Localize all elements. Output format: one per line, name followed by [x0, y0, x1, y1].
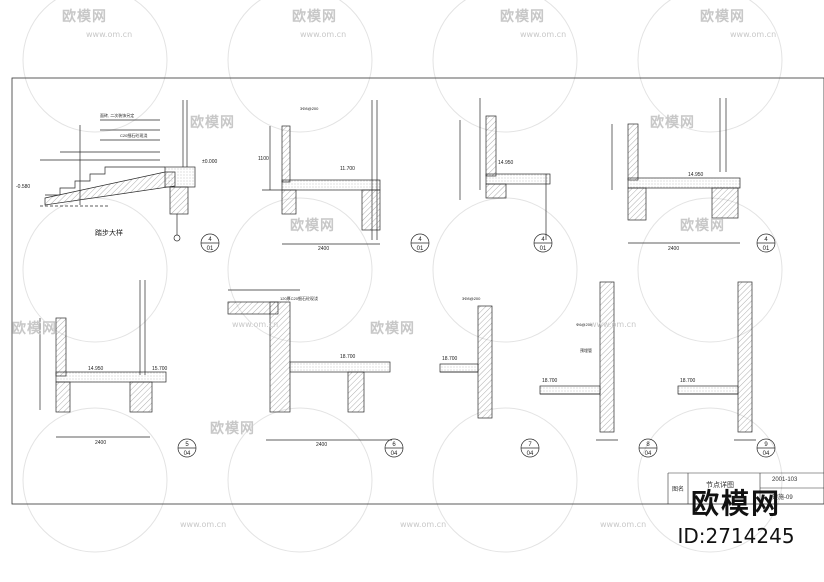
elev-15700-a: 15.700	[152, 366, 168, 372]
note-pipe: 预埋管	[580, 347, 592, 353]
brand-block: 欧模网 ID:2714245	[676, 482, 796, 548]
marker-4-top: 4	[764, 237, 768, 243]
marker-1-top: 4	[208, 237, 212, 243]
marker-5-bottom: 04	[184, 451, 191, 457]
note-c20: C20细石砼现浇	[120, 132, 147, 138]
marker-4-bottom: 01	[763, 246, 770, 252]
marker-2-top: 4	[418, 237, 422, 243]
drawing-number: 建施-09	[772, 495, 793, 501]
elev-m0580: -0.580	[16, 184, 30, 190]
stair-detail-label: 踏步大样	[95, 228, 123, 237]
balcony-detail-5	[39, 280, 167, 438]
dim-2400-d: 2400	[316, 442, 327, 448]
marker-9-top: 9	[764, 442, 768, 448]
parapet-detail-8	[539, 281, 618, 441]
marker-7-top: 7	[528, 442, 532, 448]
elev-18700-c: 18.700	[542, 378, 558, 384]
balcony-detail-4	[611, 98, 741, 244]
elev-18700-b: 18.700	[442, 356, 458, 362]
title-block-label: 图名	[672, 487, 685, 493]
dim-2400-a: 2400	[318, 246, 329, 252]
brand-name: 欧模网	[690, 487, 781, 520]
dim-2400-b: 2400	[668, 246, 679, 252]
sheet-frame	[11, 77, 824, 505]
marker-3-bottom: 01	[540, 246, 547, 252]
dim-2400-c: 2400	[95, 440, 106, 446]
marker-6-top: 6	[392, 442, 396, 448]
elev-18700-d: 18.700	[680, 378, 696, 384]
balcony-detail-3	[459, 98, 551, 240]
brand-id: ID:2714245	[677, 524, 795, 548]
detail-markers	[177, 233, 776, 458]
elev-14950-b: 14.950	[688, 172, 704, 178]
title-block	[667, 472, 824, 504]
marker-2-bottom: 01	[417, 246, 424, 252]
marker-8-bottom: 04	[645, 451, 652, 457]
note-rebar-b: 3Φ8@200	[462, 296, 481, 301]
parapet-detail-9	[677, 281, 756, 441]
marker-6-bottom: 04	[391, 451, 398, 457]
note-rebar-c: Φ6@200	[576, 322, 593, 327]
elev-14950-c: 14.950	[88, 366, 104, 372]
note-rebar-a: 3Φ8@200	[300, 106, 319, 111]
stair-detail	[40, 100, 196, 242]
dim-1100-a: 1100	[258, 156, 269, 162]
balcony-detail-2	[262, 100, 381, 245]
marker-5-top: 5	[185, 442, 189, 448]
elev-0000: ±0.000	[202, 159, 217, 165]
parapet-detail-7	[439, 305, 493, 419]
marker-9-bottom: 04	[763, 451, 770, 457]
elev-18700-a: 18.700	[340, 354, 356, 360]
note-c20-b: 120厚C20细石砼现浇	[280, 295, 318, 301]
marker-1-bottom: 01	[207, 246, 214, 252]
elev-11700-a: 11.700	[340, 166, 355, 172]
note-tile: 面砖, 二次装饰另定	[100, 112, 134, 118]
marker-3-top: 4	[541, 237, 545, 243]
watermark-circles	[22, 0, 783, 553]
elev-14950-a: 14.950	[498, 160, 514, 166]
sheet-title: 节点详图	[706, 482, 734, 489]
parapet-detail-6	[227, 289, 392, 441]
marker-8-top: 8	[646, 442, 650, 448]
project-number: 2001-103	[772, 477, 798, 483]
marker-7-bottom: 04	[527, 451, 534, 457]
